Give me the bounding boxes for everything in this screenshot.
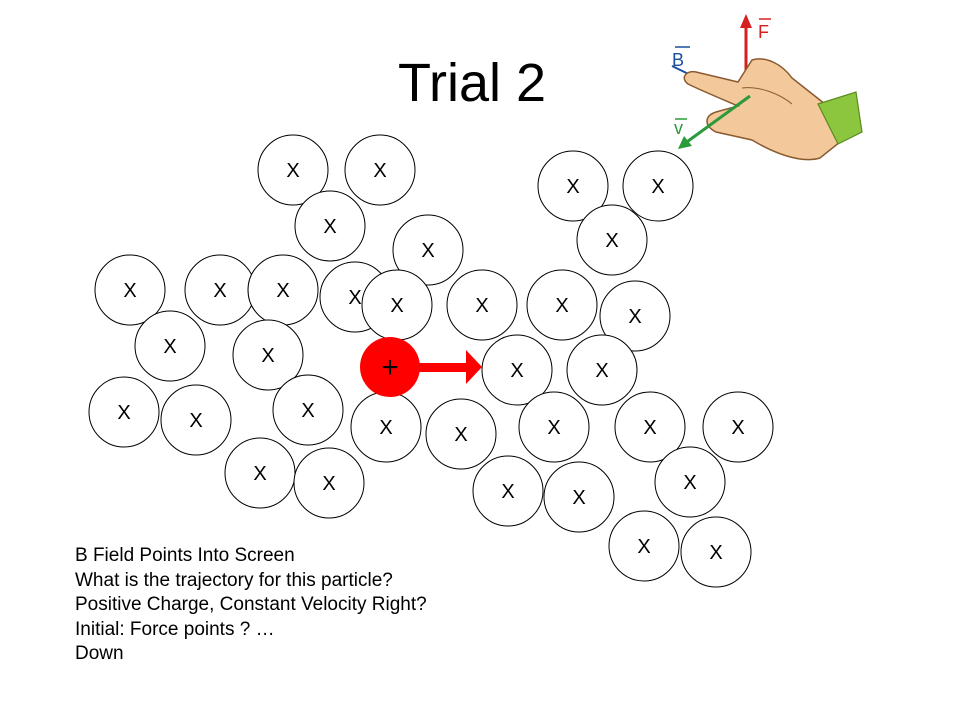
field-into-screen-icon: X	[94, 254, 166, 326]
field-into-screen-icon: X	[518, 391, 590, 463]
field-into-screen-icon: X	[344, 134, 416, 206]
field-into-screen-icon: X	[293, 447, 365, 519]
svg-text:X: X	[637, 536, 650, 558]
svg-text:X: X	[163, 336, 176, 358]
svg-text:X: X	[547, 417, 560, 439]
velocity-label: v	[674, 118, 683, 138]
force-label: F	[758, 22, 769, 42]
svg-text:X: X	[213, 280, 226, 302]
force-arrowhead	[740, 14, 752, 28]
field-into-screen-icon: X	[537, 150, 609, 222]
field-into-screen-icon: X	[543, 461, 615, 533]
slide-notes: B Field Points Into Screen What is the t…	[75, 544, 427, 667]
field-into-screen-icon: X	[224, 437, 296, 509]
field-into-screen-icon: X	[134, 310, 206, 382]
field-into-screen-icon: X	[654, 446, 726, 518]
velocity-arrowhead	[466, 350, 482, 384]
hand-shape	[683, 58, 841, 161]
note-line-4: Initial: Force points ? …	[75, 618, 275, 640]
svg-text:X: X	[651, 176, 664, 198]
svg-text:X: X	[709, 542, 722, 564]
field-into-screen-icon: X	[272, 374, 344, 446]
svg-text:X: X	[595, 360, 608, 382]
svg-text:X: X	[628, 306, 641, 328]
svg-text:X: X	[261, 345, 274, 367]
field-into-screen-icon: X	[576, 204, 648, 276]
field-into-screen-icon: X	[425, 398, 497, 470]
charge-sign: +	[381, 351, 399, 384]
positive-charge	[360, 337, 420, 397]
field-into-screen-icon: X	[599, 280, 671, 352]
svg-text:X: X	[643, 417, 656, 439]
field-into-screen-icon: X	[257, 134, 329, 206]
velocity-arrowhead	[678, 136, 692, 149]
note-line-3: Positive Charge, Constant Velocity Right…	[75, 594, 427, 615]
velocity-arrow	[418, 363, 468, 372]
field-into-screen-icon: X	[566, 334, 638, 406]
field-into-screen-icon: X	[622, 150, 694, 222]
svg-text:X: X	[421, 240, 434, 262]
field-into-screen-icon: X	[160, 384, 232, 456]
svg-text:X: X	[566, 176, 579, 198]
svg-text:X: X	[123, 280, 136, 302]
svg-text:X: X	[322, 473, 335, 495]
svg-text:X: X	[454, 424, 467, 446]
field-into-screen-icon: X	[88, 376, 160, 448]
velocity-vector	[683, 94, 751, 146]
svg-text:X: X	[117, 402, 130, 424]
svg-text:X: X	[572, 487, 585, 509]
svg-text:X: X	[605, 230, 618, 252]
svg-text:X: X	[555, 295, 568, 317]
field-into-screen-icon: X	[680, 516, 752, 588]
field-into-screen-icon: X	[608, 510, 680, 582]
field-into-screen-icon: X	[702, 391, 774, 463]
field-into-screen-icon: X	[614, 391, 686, 463]
svg-text:X: X	[390, 295, 403, 317]
svg-text:X: X	[379, 417, 392, 439]
svg-text:X: X	[301, 400, 314, 422]
note-line-2: What is the trajectory for this particle…	[75, 569, 393, 591]
svg-text:X: X	[286, 160, 299, 182]
field-into-screen-icon: X	[446, 269, 518, 341]
field-into-screen-icon: X	[232, 319, 304, 391]
field-into-screen-icon: X	[526, 269, 598, 341]
field-into-screen-icon: X	[247, 254, 319, 326]
svg-text:X: X	[348, 287, 361, 309]
svg-text:X: X	[683, 472, 696, 494]
field-into-screen-icon: X	[392, 214, 464, 286]
field-into-screen-icon: X	[472, 455, 544, 527]
note-line-5: Down	[75, 643, 124, 664]
field-label: B	[672, 50, 684, 70]
field-into-screen-icon: X	[361, 269, 433, 341]
svg-text:X: X	[501, 481, 514, 503]
svg-text:X: X	[731, 417, 744, 439]
field-into-screen-icon: X	[294, 190, 366, 262]
field-into-screen-icon: X	[184, 254, 256, 326]
svg-text:X: X	[475, 295, 488, 317]
svg-text:X: X	[510, 360, 523, 382]
svg-text:X: X	[323, 216, 336, 238]
svg-text:X: X	[253, 463, 266, 485]
svg-text:X: X	[276, 280, 289, 302]
slide-title: Trial 2	[398, 53, 547, 113]
note-line-1: B Field Points Into Screen	[75, 545, 295, 566]
svg-text:X: X	[373, 160, 386, 182]
field-into-screen-icon: X	[481, 334, 553, 406]
svg-text:X: X	[189, 410, 202, 432]
